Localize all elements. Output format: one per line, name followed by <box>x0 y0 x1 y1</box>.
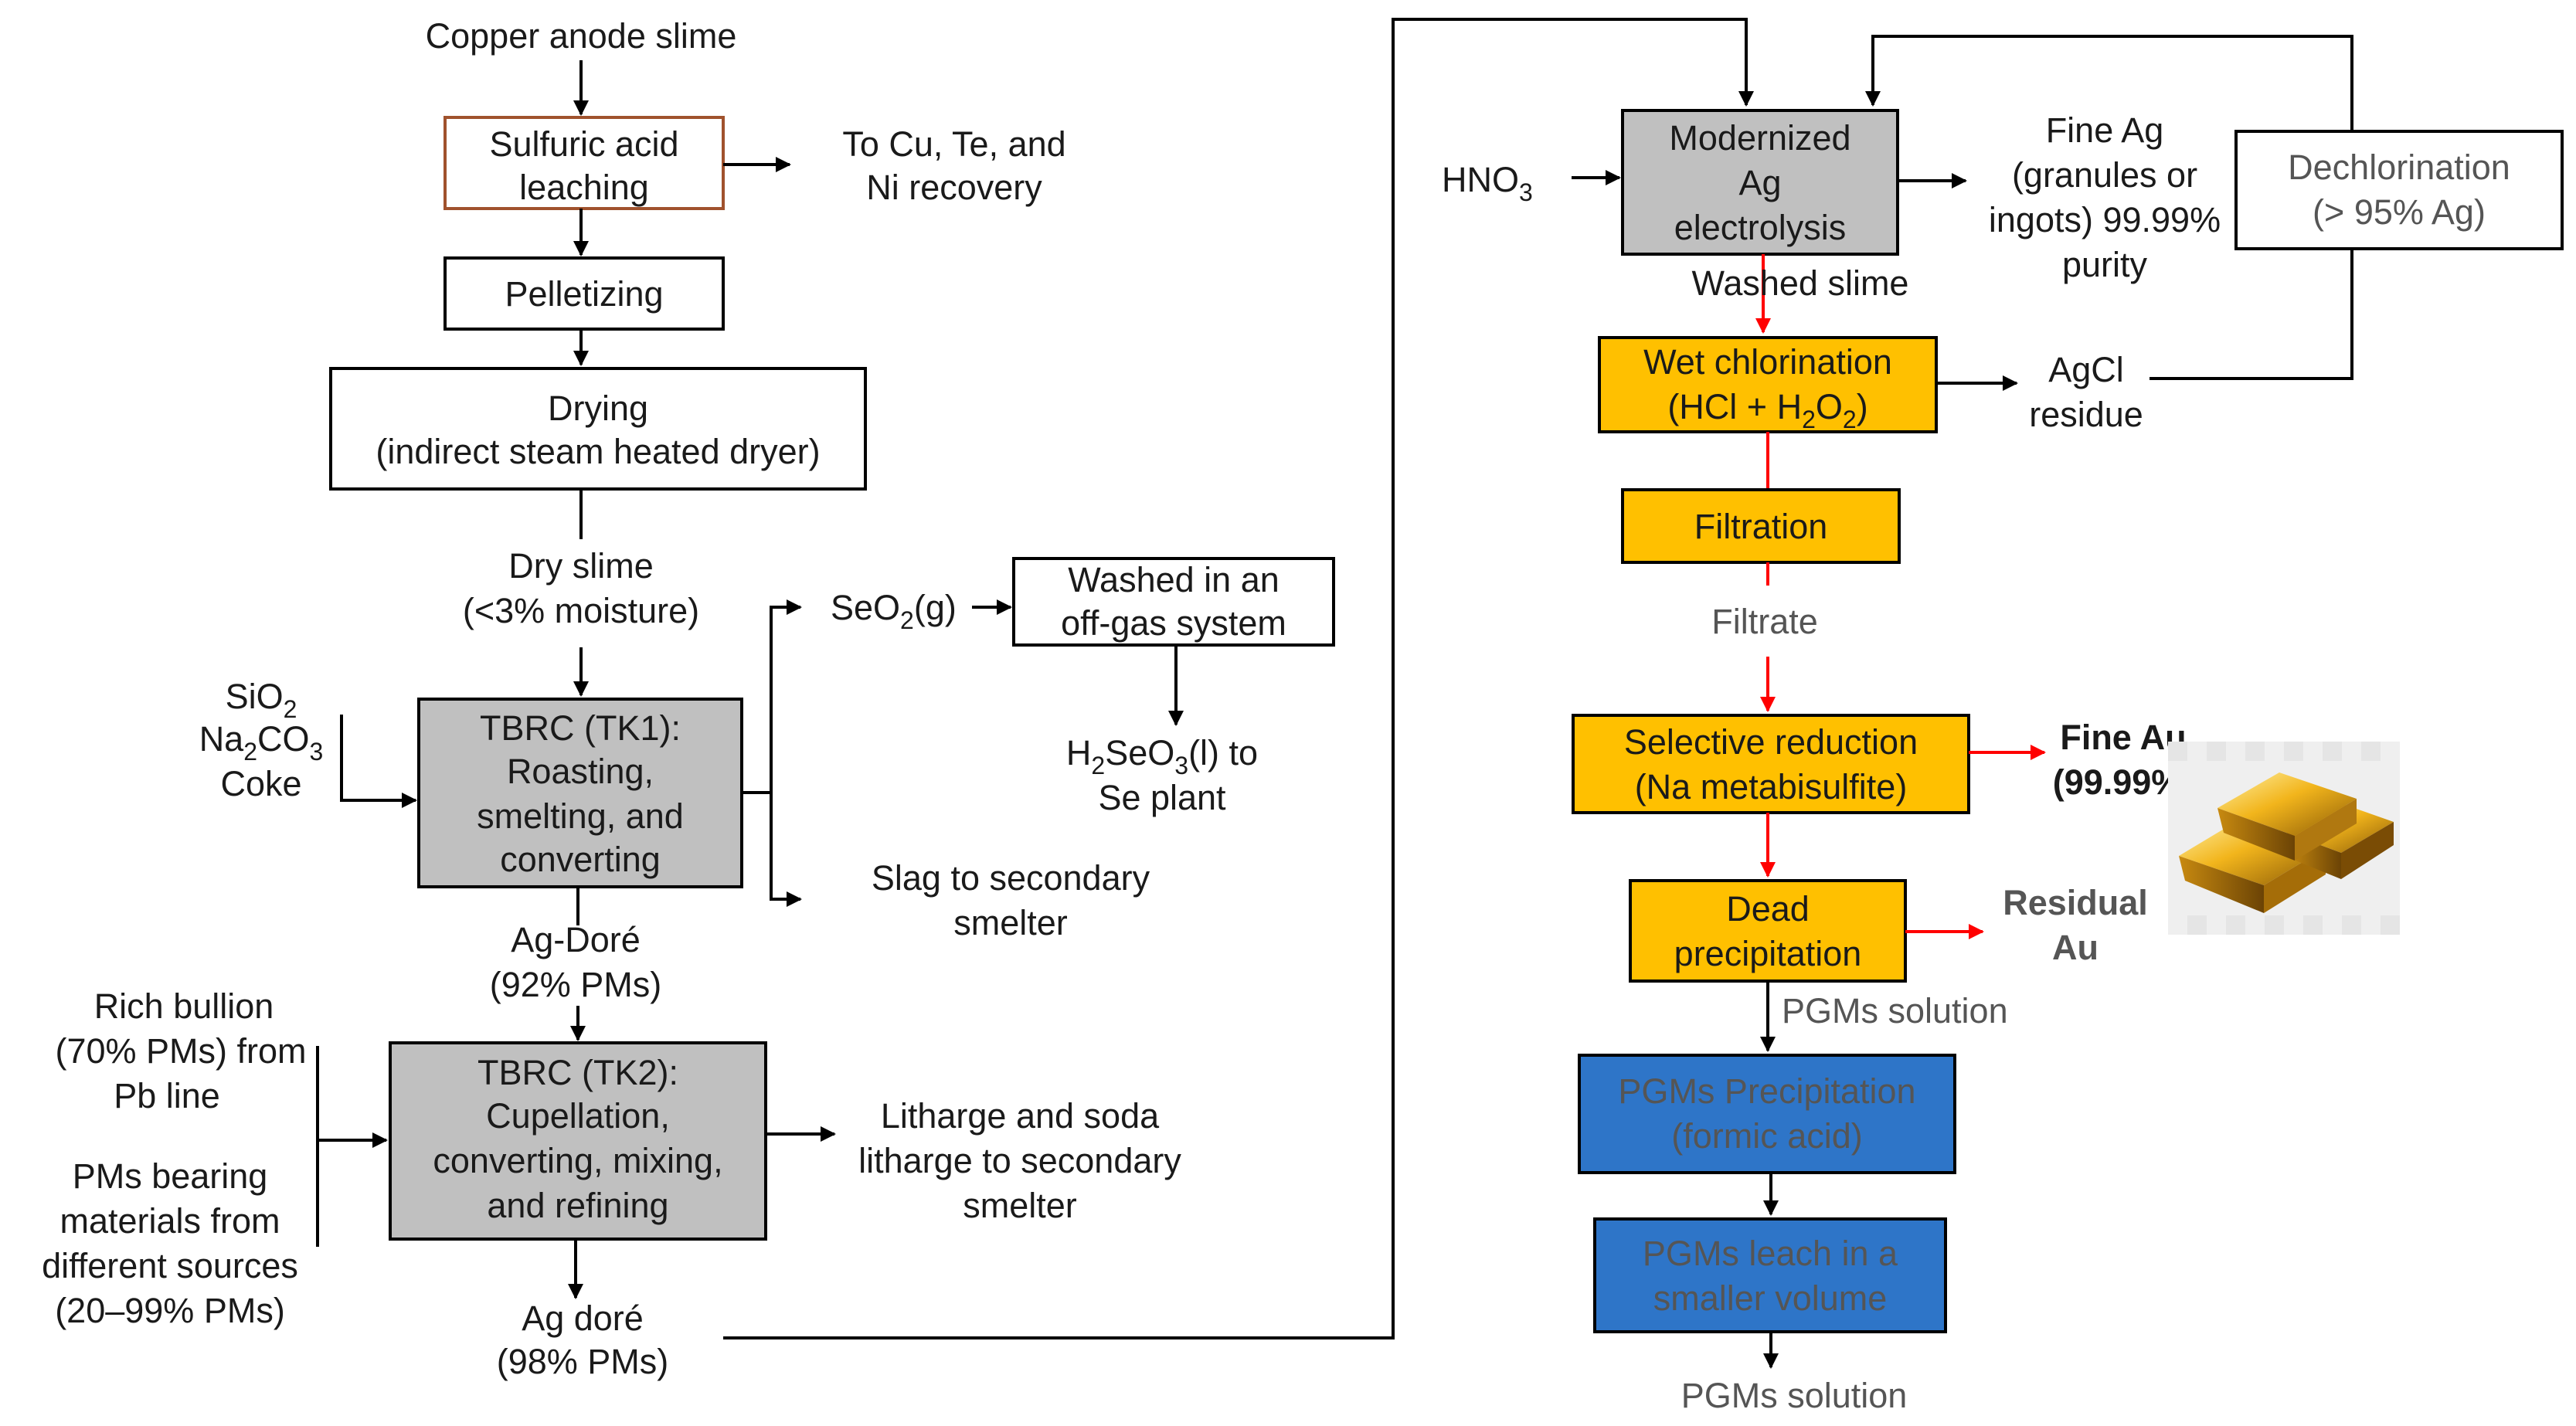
dead-precipitation-line1: Dead <box>1726 889 1810 929</box>
gold-bars-icon <box>2168 742 2400 935</box>
filtrate-label: Filtrate <box>1711 602 1818 641</box>
ag-dore-92-line2: (92% PMs) <box>490 965 662 1004</box>
drying-box <box>329 367 867 491</box>
dechlorination-box <box>2234 130 2564 250</box>
dry-slime-line2: (<3% moisture) <box>463 591 699 630</box>
pgms-precipitation-line1: PGMs Precipitation <box>1618 1071 1915 1111</box>
flow-dore-to-electrolysis <box>723 18 1754 1339</box>
litharge-line3: smelter <box>963 1186 1077 1225</box>
litharge-line2: litharge to secondary <box>858 1141 1181 1180</box>
coke-label: Coke <box>220 764 301 803</box>
se-plant-label: Se plant <box>1098 778 1226 817</box>
drying-line2: (indirect steam heated dryer) <box>376 432 820 471</box>
dead-precipitation-line2: precipitation <box>1674 934 1862 973</box>
tk2-line1: TBRC (TK2): <box>477 1053 678 1092</box>
fine-ag-line1: Fine Ag <box>2046 110 2164 150</box>
tk1-box <box>417 698 743 888</box>
washed-slime-label: Washed slime <box>1692 263 1909 303</box>
offgas-washing-line2: off-gas system <box>1061 603 1286 643</box>
pms-bearing-line2: materials from <box>59 1201 280 1241</box>
pelletizing-label: Pelletizing <box>505 274 663 314</box>
hno3-label: HNO3 <box>1442 160 1533 206</box>
tk1-line2: Roasting, <box>507 752 654 791</box>
tk2-line4: and refining <box>487 1186 668 1225</box>
electrolysis-line1: Modernized <box>1669 118 1850 158</box>
ag-dore-98-line2: (98% PMs) <box>497 1342 669 1381</box>
cu-recovery-line2: Ni recovery <box>866 168 1042 207</box>
flow-dechlor-to-electrolysis <box>1865 35 2353 131</box>
tk2-line2: Cupellation, <box>486 1096 670 1136</box>
pms-bearing-line4: (20–99% PMs) <box>55 1291 285 1330</box>
electrolysis-line3: electrolysis <box>1674 208 1847 247</box>
dechlorination-line2: (> 95% Ag) <box>2313 192 2486 232</box>
pelletizing-box <box>443 256 725 331</box>
agcl-line1: AgCl <box>2048 350 2124 389</box>
na2co3-label: Na2CO3 <box>199 719 324 766</box>
h2seo3-label: H2SeO3(l) to <box>1066 733 1258 779</box>
seo2-label: SeO2(g) <box>831 588 957 634</box>
sulfuric-leaching-line1: Sulfuric acid <box>489 124 678 164</box>
dechlorination-line1: Dechlorination <box>2288 148 2510 187</box>
rich-bullion-line2: (70% PMs) from <box>55 1031 306 1071</box>
fine-au-line1: Fine Au <box>2060 718 2186 757</box>
residual-au-line1: Residual <box>2003 883 2148 922</box>
litharge-line1: Litharge and soda <box>881 1096 1160 1136</box>
dry-slime-line1: Dry slime <box>508 546 654 586</box>
tk2-line3: converting, mixing, <box>433 1141 722 1180</box>
pgms-solution-2-label: PGMs solution <box>1681 1376 1908 1415</box>
agcl-line2: residue <box>2029 395 2143 434</box>
pgms-leach-box <box>1593 1217 1947 1333</box>
pgms-leach-line2: smaller volume <box>1653 1278 1888 1318</box>
fine-ag-line2: (granules or <box>2012 155 2197 195</box>
fine-ag-line4: purity <box>2062 245 2148 284</box>
ag-dore-92-line1: Ag-Doré <box>511 920 641 959</box>
offgas-washing-box <box>1012 557 1335 647</box>
pgms-leach-line1: PGMs leach in a <box>1643 1234 1898 1273</box>
tk1-line1: TBRC (TK1): <box>480 708 681 748</box>
rich-bullion-line3: Pb line <box>114 1076 220 1115</box>
pgms-precipitation-line2: (formic acid) <box>1671 1116 1863 1156</box>
tk1-line3: smelting, and <box>477 796 684 836</box>
offgas-washing-line1: Washed in an <box>1068 560 1280 599</box>
flow-agcl-to-dechlor <box>2149 249 2353 380</box>
selective-reduction-box <box>1572 714 1970 814</box>
filtration-label: Filtration <box>1694 507 1828 546</box>
drying-line1: Drying <box>548 389 648 428</box>
wet-chlorination-line2: (HCl + H2O2) <box>1667 387 1867 433</box>
tk1-line4: converting <box>500 840 661 879</box>
cu-recovery-line1: To Cu, Te, and <box>842 124 1065 164</box>
rich-bullion-line1: Rich bullion <box>94 986 274 1026</box>
slag-line1: Slag to secondary <box>872 858 1150 898</box>
selective-reduction-line1: Selective reduction <box>1624 722 1918 762</box>
tk2-box <box>389 1041 767 1241</box>
pgms-solution-1-label: PGMs solution <box>1782 991 2008 1030</box>
electrolysis-line2: Ag <box>1738 163 1781 202</box>
feed-label: Copper anode slime <box>426 16 737 56</box>
sulfuric-leaching-line2: leaching <box>519 168 649 207</box>
wet-chlorination-box <box>1598 336 1938 433</box>
slag-line2: smelter <box>953 903 1068 942</box>
residual-au-line2: Au <box>2052 928 2099 967</box>
fine-ag-line3: ingots) 99.99% <box>1989 200 2221 239</box>
ag-dore-98-line1: Ag doré <box>522 1299 644 1338</box>
pms-bearing-line3: different sources <box>42 1246 298 1285</box>
pms-bearing-line1: PMs bearing <box>73 1156 268 1196</box>
wet-chlorination-line1: Wet chlorination <box>1643 342 1892 382</box>
dead-precipitation-box <box>1629 879 1907 983</box>
selective-reduction-line2: (Na metabisulfite) <box>1635 767 1908 806</box>
sio2-label: SiO2 <box>226 677 297 723</box>
filtration-box <box>1621 488 1901 564</box>
pgms-precipitation-box <box>1578 1054 1956 1174</box>
flow-additives-to-tk1 <box>340 715 417 808</box>
